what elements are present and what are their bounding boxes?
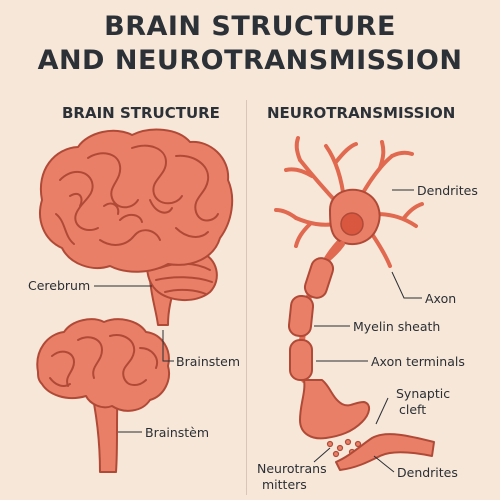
upper-cerebrum-shape xyxy=(39,128,234,273)
label-axon: Axon xyxy=(425,291,457,306)
neurotrans-leader-line xyxy=(313,447,331,463)
postsynaptic-dendrite-shape xyxy=(335,433,435,471)
label-synaptic-line-2: cleft xyxy=(399,402,427,417)
synaptic-cleft-leader-line xyxy=(375,397,389,425)
lower-brain-illustration xyxy=(36,318,170,473)
cell-nucleus xyxy=(340,212,364,236)
axon-terminal-shape xyxy=(299,379,370,440)
label-synaptic-line-1: Synaptic xyxy=(396,386,451,401)
upper-brain-illustration xyxy=(39,128,234,326)
neurotransmitter-vesicles xyxy=(326,438,362,458)
myelin-segment-2 xyxy=(287,294,315,338)
label-brainstem-lower: Brainstèm xyxy=(145,425,210,440)
neuron-illustration xyxy=(274,136,435,471)
brain-structure-heading: BRAIN STRUCTURE xyxy=(62,104,220,122)
neurotransmission-heading: NEUROTRANSMISSION xyxy=(267,104,456,122)
label-neurotrans-line-2: mitters xyxy=(262,477,307,492)
label-axon-terminals: Axon terminals xyxy=(371,354,465,369)
label-cerebrum: Cerebrum xyxy=(28,278,91,293)
section-divider xyxy=(246,100,247,495)
page-title-line-2: AND NEUROTRANSMISSION xyxy=(37,45,463,76)
axon-leader-line xyxy=(391,271,422,299)
label-brainstem-upper: Brainstem xyxy=(176,354,241,369)
dendrites-bottom-leader-line xyxy=(373,455,395,473)
myelin-segment-3 xyxy=(289,339,313,381)
brainstem-upper-leader-line xyxy=(162,330,174,362)
page-title-line-1: BRAIN STRUCTURE xyxy=(104,11,396,42)
label-neurotrans-line-1: Neurotrans xyxy=(257,461,327,476)
label-dendrites-top: Dendrites xyxy=(417,183,478,198)
label-myelin-sheath: Myelin sheath xyxy=(353,319,441,334)
lower-cerebrum-shape xyxy=(36,318,170,412)
myelin-segment-1 xyxy=(303,257,335,299)
label-dendrites-bottom: Dendrites xyxy=(397,465,458,480)
